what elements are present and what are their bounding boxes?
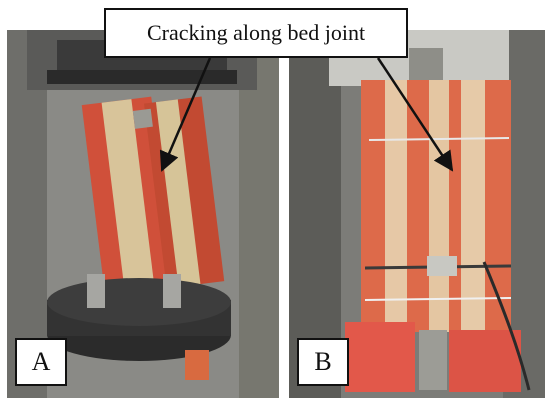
panel-label-b: B bbox=[297, 338, 349, 386]
photo-panel-b: B bbox=[289, 30, 545, 398]
panel-label-a: A bbox=[15, 338, 67, 386]
photo-panel-a: A bbox=[7, 30, 279, 398]
callout-label: Cracking along bed joint bbox=[104, 8, 408, 58]
